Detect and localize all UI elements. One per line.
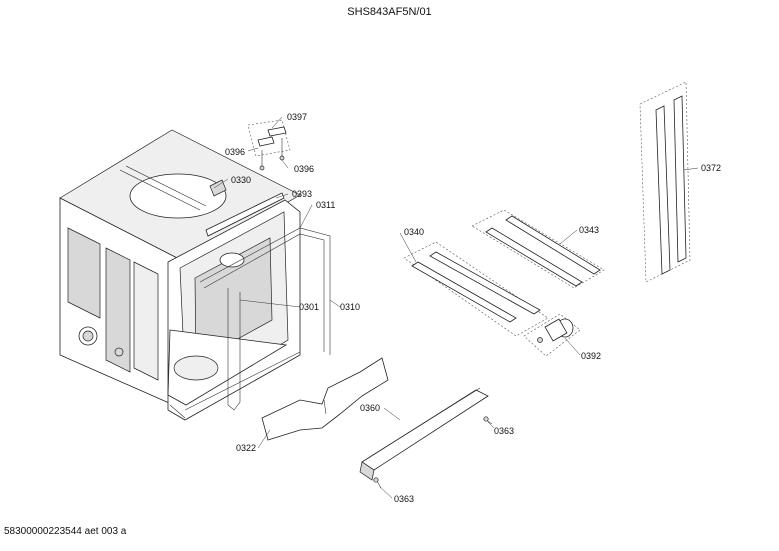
callout-0393: 0393: [292, 189, 313, 199]
part-0330: [209, 179, 227, 197]
part-0343: [471, 209, 605, 289]
door-seal: [199, 227, 331, 411]
part-0392: [523, 313, 581, 357]
callout-0311: 0311: [316, 200, 336, 210]
callout-0363-bottom: 0363: [394, 494, 415, 504]
tub-assembly: [59, 129, 301, 421]
footer-code: 58300000223544 aet 003 a: [4, 526, 127, 537]
callout-0301: 0301: [299, 302, 320, 312]
callout-0396-right: 0396: [294, 164, 315, 174]
callout-0392: 0392: [581, 351, 602, 361]
callout-0343: 0343: [579, 225, 600, 235]
callout-0322: 0322: [236, 443, 257, 453]
callout-0330: 0330: [231, 175, 252, 185]
part-0397-group: [247, 119, 291, 171]
part-0340: [403, 241, 549, 337]
part-0360: [359, 387, 489, 481]
part-0393: [205, 192, 285, 237]
leader-lines: [213, 116, 699, 499]
part-0322: [261, 357, 389, 441]
callout-0396-left: 0396: [225, 147, 246, 157]
diagram-title: SHS843AF5N/01: [347, 6, 432, 18]
screw-0363-bottom: [373, 477, 382, 489]
screw-0363-right: [483, 416, 493, 425]
callout-0340: 0340: [404, 227, 425, 237]
callout-0397: 0397: [287, 112, 308, 122]
callout-0363-right: 0363: [494, 426, 515, 436]
part-0372: [639, 81, 691, 283]
callout-0372: 0372: [701, 163, 722, 173]
callout-0310: 0310: [340, 302, 361, 312]
callout-0360: 0360: [360, 403, 381, 413]
